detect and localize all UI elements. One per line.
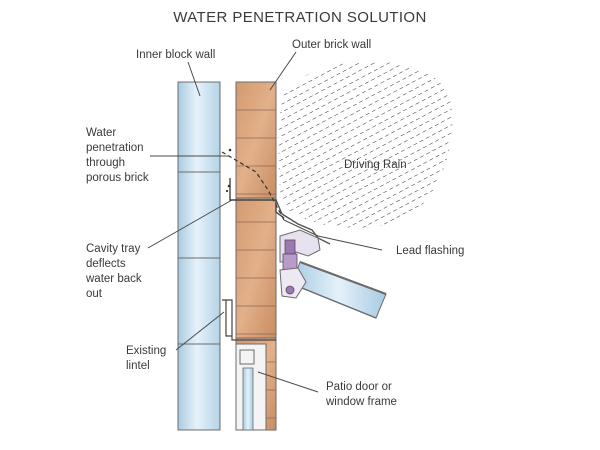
label-patio-door: Patio door or window frame [325, 381, 397, 408]
label-existing-lintel: Existing lintel [126, 345, 169, 372]
leader-lines [147, 51, 383, 393]
lead-flashing [275, 199, 331, 245]
label-driving-rain: Driving Rain [344, 159, 407, 171]
inner-block-wall [177, 81, 221, 431]
water-path-dashed [221, 151, 285, 221]
patio-door-frame [235, 343, 267, 431]
water-drops [225, 148, 232, 193]
diagram-title: WATER PENETRATION SOLUTION [173, 9, 426, 26]
label-outer-brick-wall: Outer brick wall [292, 39, 371, 51]
label-lead-flashing: Lead flashing [396, 245, 464, 257]
label-cavity-tray: Cavity tray deflects water back out [85, 243, 145, 300]
label-inner-block-wall: Inner block wall [136, 49, 215, 61]
existing-lintel [222, 299, 276, 341]
label-water-penetration: Water penetration through porous brick [86, 127, 149, 184]
roof-glazing-assembly [279, 229, 387, 319]
driving-rain-area [278, 61, 453, 228]
